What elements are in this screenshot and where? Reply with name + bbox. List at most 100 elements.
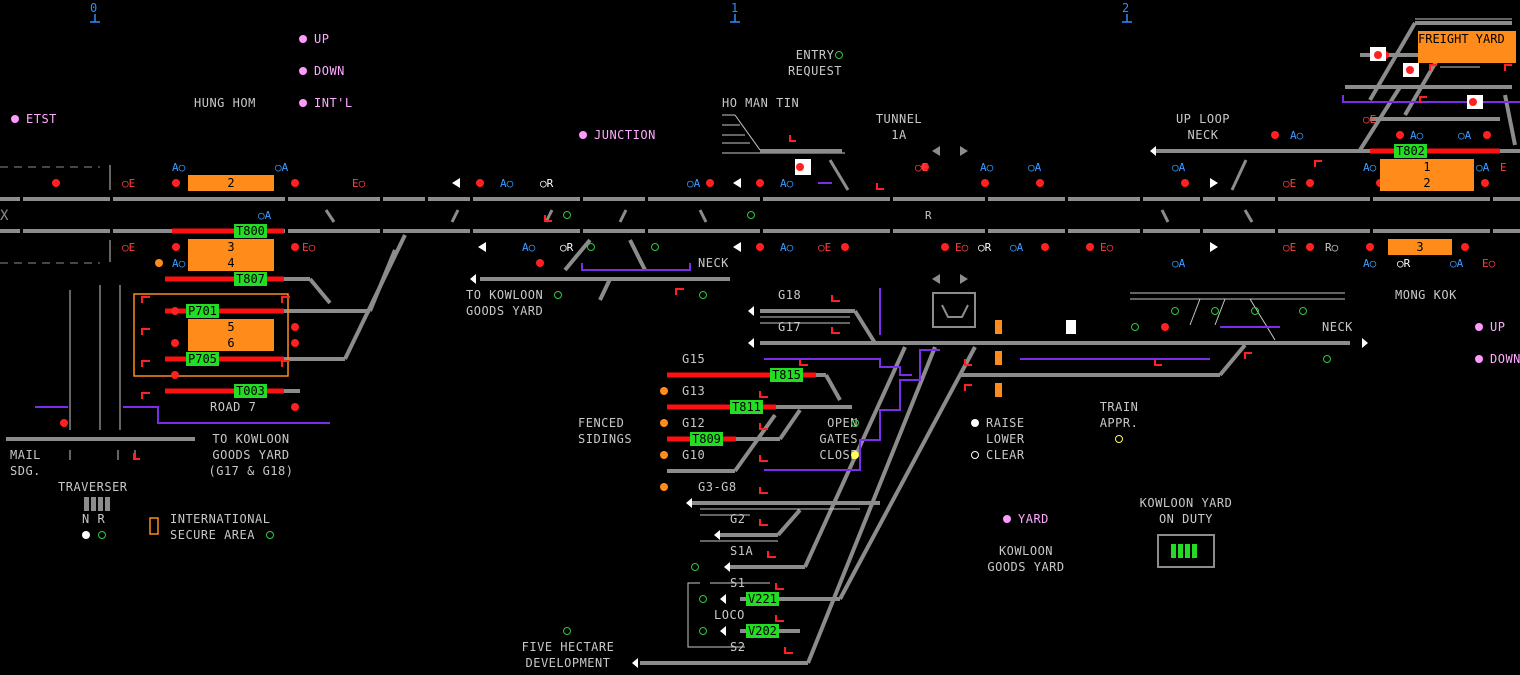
route-ind-8	[1171, 307, 1179, 315]
train-tag-v221[interactable]: V221	[746, 592, 779, 606]
entry-request-label: ENTRY REQUEST	[787, 48, 843, 78]
mail-sdg-label: MAIL SDG.	[10, 448, 41, 478]
route-lines-left	[35, 406, 330, 424]
platform-4-label: 4	[227, 256, 235, 270]
neck-label-right: NECK	[1322, 320, 1353, 334]
gates-close-button[interactable]	[851, 451, 859, 459]
on-duty-indicator	[1157, 534, 1215, 568]
yard-indicator	[1003, 515, 1011, 523]
svg-text:○E: ○E	[122, 177, 135, 190]
siding-g3-g8: G3-G8	[698, 480, 737, 494]
hung-hom-label: HUNG HOM	[194, 96, 256, 110]
svg-text:A○: A○	[1363, 257, 1377, 270]
train-tag-v202[interactable]: V202	[746, 624, 779, 638]
route-ind-7	[1323, 355, 1331, 363]
siding-g10: G10	[682, 448, 706, 462]
platform-3-label: 3	[227, 240, 235, 254]
clear-button[interactable]	[971, 451, 979, 459]
kowloon-goods-yard-label: KOWLOON GOODS YARD	[987, 544, 1065, 574]
raise-button[interactable]	[971, 419, 979, 427]
ho-man-tin-label: HO MAN TIN	[722, 96, 800, 110]
svg-text:○A: ○A	[1028, 161, 1042, 174]
train-tag-t811[interactable]: T811	[730, 400, 763, 414]
svg-text:A○: A○	[172, 257, 186, 270]
train-tag-t003[interactable]: T003	[234, 384, 267, 398]
siding-lamp-g13	[660, 387, 668, 395]
siding-g15: G15	[682, 352, 706, 366]
gates-open-button[interactable]	[851, 419, 859, 427]
svg-text:○R: ○R	[1397, 257, 1411, 270]
siding-g18: G18	[778, 288, 802, 302]
route-ind-14	[699, 627, 707, 635]
junction-indicator	[579, 131, 587, 139]
entry-request-button[interactable]	[835, 51, 843, 59]
train-tag-t809[interactable]: T809	[690, 432, 723, 446]
legend-intl: INT'L	[314, 96, 353, 110]
down-indicator-right	[1475, 355, 1483, 363]
siding-g17: G17	[778, 320, 802, 334]
etst-indicator	[11, 115, 19, 123]
train-tag-p701[interactable]: P701	[186, 304, 219, 318]
g-sidings-thin	[687, 292, 1345, 648]
track-end-x: X	[0, 208, 9, 224]
svg-text:○R: ○R	[978, 241, 992, 254]
intl-indicator	[299, 99, 307, 107]
train-tag-p705[interactable]: P705	[186, 352, 219, 366]
platform-6-label: 6	[227, 336, 235, 350]
route-ind-6	[1131, 323, 1139, 331]
svg-text:R: R	[925, 209, 932, 222]
route-ind-5	[699, 291, 707, 299]
intl-secure-label: INTERNATIONAL SECURE AREA	[170, 512, 271, 542]
route-ind-11	[1299, 307, 1307, 315]
hung-hom-roads	[6, 234, 407, 441]
five-hectare-label: FIVE HECTARE DEVELOPMENT	[521, 640, 615, 670]
traverser-n-button[interactable]	[82, 531, 90, 539]
svg-text:A○: A○	[780, 177, 794, 190]
neck-label-mid: NECK	[698, 256, 729, 270]
platform-3-right: 3	[1388, 239, 1452, 255]
signal-posts	[133, 64, 1512, 654]
gates-label: OPEN GATES CLOSE	[819, 416, 858, 462]
mong-kok-label: MONG KOK	[1395, 288, 1457, 302]
legend-up-right: UP	[1490, 320, 1506, 334]
svg-text:○A: ○A	[1476, 161, 1490, 174]
raise-lower-label: RAISE LOWER CLEAR	[986, 416, 1025, 462]
train-appr-indicator	[1115, 435, 1123, 443]
fenced-sidings-label: FENCED SIDINGS	[578, 416, 633, 446]
svg-text:A○: A○	[780, 241, 794, 254]
svg-text:○E: ○E	[122, 241, 135, 254]
svg-text:A○: A○	[1410, 129, 1424, 142]
freight-yard-block: FREIGHT YARD	[1418, 31, 1516, 63]
train-tag-t802[interactable]: T802	[1394, 144, 1427, 158]
traverser-block	[84, 497, 110, 511]
svg-text:E○: E○	[302, 241, 316, 254]
train-tag-t815[interactable]: T815	[770, 368, 803, 382]
svg-text:○E: ○E	[1283, 241, 1296, 254]
siding-lamp-g10	[660, 451, 668, 459]
traverser-r-button[interactable]	[98, 531, 106, 539]
train-tag-t807[interactable]: T807	[234, 272, 267, 286]
marker-2: 2	[1122, 1, 1130, 15]
siding-lamp-g12	[660, 419, 668, 427]
route-ind-1	[563, 211, 571, 219]
intl-secure-outline	[133, 293, 289, 377]
down-indicator	[299, 67, 307, 75]
svg-text:○E: ○E	[1283, 177, 1296, 190]
five-hectare-indicator	[563, 627, 571, 635]
train-tag-t800[interactable]: T800	[234, 224, 267, 238]
loco-label: LOCO	[714, 608, 745, 622]
svg-text:E○: E○	[1100, 241, 1114, 254]
svg-text:○A: ○A	[1450, 257, 1464, 270]
crossovers-top	[324, 159, 1254, 223]
middle-tracks	[480, 238, 730, 301]
marker-ticks	[90, 14, 1132, 23]
hung-hom-thin	[69, 165, 136, 460]
track-joints	[20, 195, 1493, 235]
kowloon-box	[932, 292, 976, 328]
svg-text:○A: ○A	[1010, 241, 1024, 254]
legend-junction: JUNCTION	[594, 128, 656, 142]
svg-text:E○: E○	[352, 177, 366, 190]
svg-text:○R: ○R	[540, 177, 554, 190]
route-ind-4	[651, 243, 659, 251]
